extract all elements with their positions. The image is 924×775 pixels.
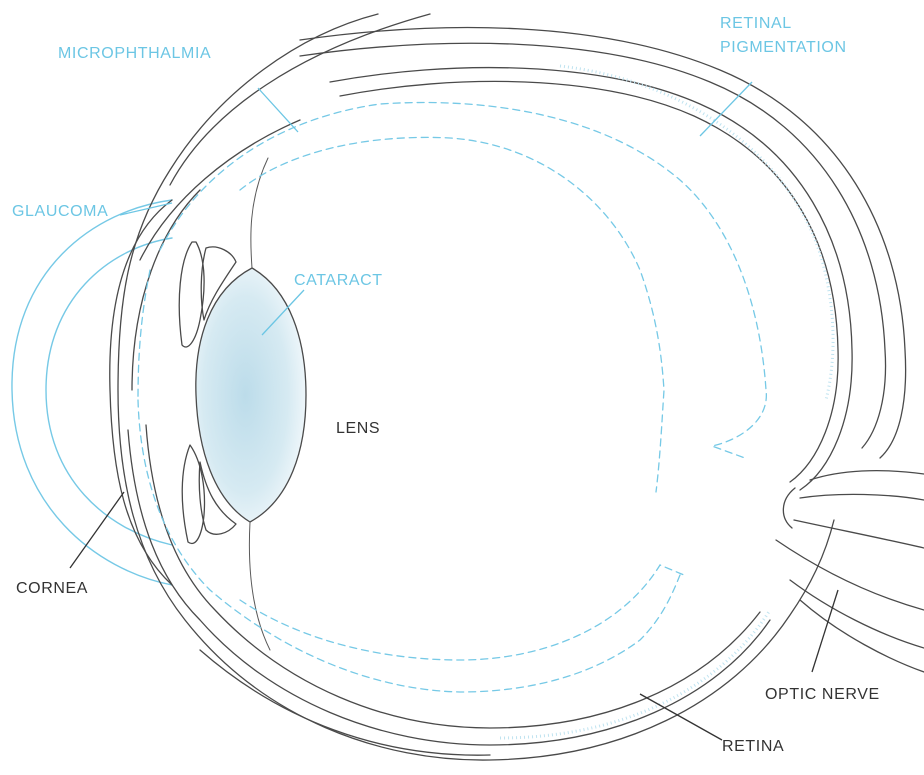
label-retina: RETINA [722, 738, 784, 755]
optic-nerve-leader [812, 590, 838, 672]
microphthalmia-leader [258, 88, 298, 132]
cornea-leader [70, 492, 124, 568]
retinal-pigmentation-band [500, 66, 833, 738]
label-glaucoma: GLAUCOMA [12, 203, 108, 220]
label-cornea: CORNEA [16, 580, 88, 597]
optic-nerve [776, 471, 924, 672]
label-cataract: CATARACT [294, 272, 383, 289]
label-microphthalmia: MICROPHTHALMIA [58, 45, 211, 62]
retina-leader [640, 694, 722, 740]
label-lens: LENS [336, 420, 380, 437]
label-retinal-pigmentation-line2: PIGMENTATION [720, 39, 847, 56]
glaucoma-cornea-outline [12, 200, 172, 585]
label-retinal-pigmentation-line1: RETINAL [720, 15, 792, 32]
label-optic-nerve: OPTIC NERVE [765, 686, 880, 703]
lens [196, 158, 306, 650]
